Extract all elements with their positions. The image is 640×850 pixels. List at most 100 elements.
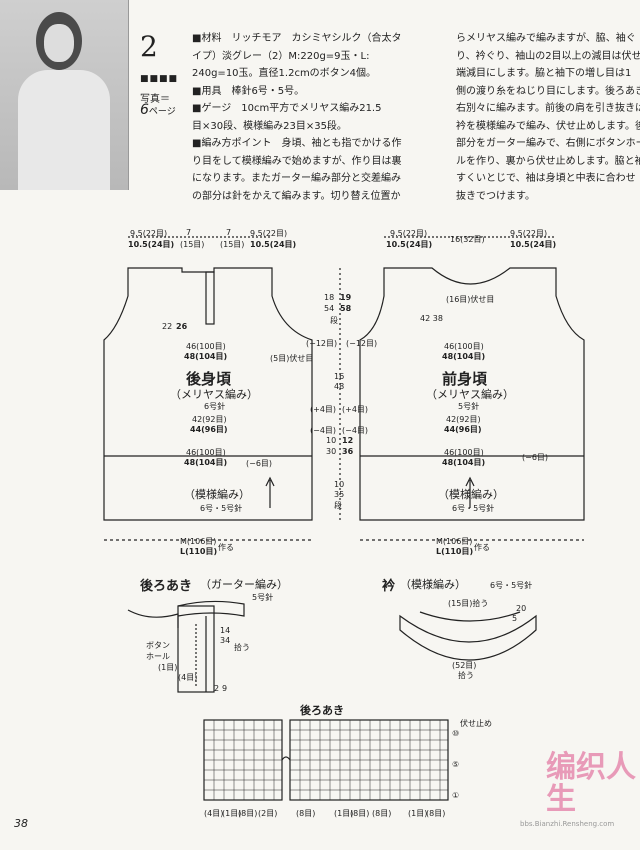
back-opening-9: 9 [222,684,228,693]
back-opening-band [177,605,215,693]
materials-text: ■材料 リッチモア カシミヤシルク（合太タイプ）淡グレー（2）M:220g=9玉… [192,30,442,205]
front-shoulder-l: 10.5(24目) [386,240,433,249]
model-face [44,24,74,62]
decor-squares: ■■■■ [140,74,179,84]
chart-stitch-count: (4目) [204,809,224,818]
site-logo: 编织人生 [546,752,640,816]
front-neck-width: 16(32目) [450,235,485,244]
height-18: 18 [324,293,335,302]
back-opening-4: (4目) [178,673,198,682]
instruction-line: らメリヤス編みで編みますが、脇、袖ぐ [456,33,636,44]
back-shoulder-width-m2: 9.5(22目) [250,229,288,238]
chart-stitch-count: (8目) [372,809,392,818]
back-opening-title: 後ろあき [140,579,193,594]
photo-page-ref: 6ページ [140,102,176,118]
height-58: 58 [340,304,352,313]
front-pattern-needle: 6号・5号針 [452,504,495,513]
back-opening-subtitle: （ガーター編み） [200,578,288,591]
collar-subtitle: （模様編み） [400,578,466,591]
photo-label: 写真＝ [140,94,170,105]
height-10b: 10 [334,480,345,489]
instruction-line: ルを作り、裏から伏せ止めします。脇と袖 [456,155,640,167]
photo-page-unit: ページ [148,107,176,117]
chart-stitch-count: (8目) [350,809,370,818]
materials-line: ■ゲージ 10cm平方でメリヤス編み21.5 [192,103,382,114]
front-body-needle: 5号針 [458,402,480,411]
back-pattern-needle: 6号・5号針 [200,504,243,513]
front-body-outline [359,267,585,521]
back-neck-m2: 7 [226,228,232,237]
back-opening-2: 2 [214,684,220,693]
instruction-line: 右別々に編みます。前後の肩を引き抜きは [456,103,640,114]
cast-on-l-back: L(110目) [180,547,218,556]
back-pattern-label: （模様編み） [184,488,250,501]
height-36: 36 [342,447,354,456]
dec-12-front: (−12目) [346,339,378,348]
instruction-line: 端減目にします。脇と袖下の増し目は1 [456,68,632,79]
button-hole-count: (1目) [158,663,178,672]
height-16: 16 [334,372,345,381]
chart-stitch-count: (1目) [408,809,428,818]
front-pattern-label: （模様編み） [438,488,504,501]
materials-line: ■材料 リッチモア カシミヤシルク（合太タ [192,33,402,44]
front-shoulder-m2: 9.5(22目) [510,229,548,238]
chart-row-10: ⑩ [452,729,460,738]
collar-side-5: 5 [512,614,518,623]
back-opening-pickup: 拾う [234,643,250,652]
dec-4-front: (−4目) [342,426,369,435]
back-bust-m: 46(100目) [186,342,226,351]
back-armhole-bind: (5目)伏せ目 [270,354,314,363]
dec-12-back: (−12目) [306,339,338,348]
height-19: 19 [340,293,352,302]
inc-4-back: (+4目) [310,405,337,414]
front-decrease: (−6目) [522,453,549,462]
cast-on-l-front: L(110目) [436,547,474,556]
chart-stitch-count: (8目) [296,809,316,818]
chart-row-1: ① [452,791,460,800]
instructions-continued: らメリヤス編みで編みますが、脇、袖ぐり、衿ぐり、袖山の2目以上の減目は伏せ目、1… [456,30,640,205]
chart-stitch-count: (8目) [426,809,446,818]
back-decrease: (−6目) [246,459,273,468]
model-photo [0,0,129,190]
back-shoulder-width-m: 9.5(22目) [130,229,168,238]
collar-top: (15目)拾う [448,599,489,608]
front-bust-m: 46(100目) [444,342,484,351]
collar-needle: 6号・5号針 [490,581,533,590]
back-waist-m: 42(92目) [192,415,227,424]
materials-line: イプ）淡グレー（2）M:220g=9玉・L: [192,50,370,62]
chart-stitch-count: (2目) [258,809,278,818]
dec-4-back: (−4目) [310,426,337,435]
front-bust-l: 48(104目) [442,352,486,361]
height-10: 10 [326,436,337,445]
front-armhole: 42 38 [420,314,443,323]
model-sweater [18,70,110,190]
back-body-subtitle: （メリヤス編み） [170,388,258,401]
materials-line: ■用具 棒針6号・5号。 [192,85,305,97]
materials-line: になります。またガーター編み部分と交差編み [192,173,401,184]
back-shoulder-width-l2: 10.5(24目) [250,240,297,249]
cast-on-m-front: M(106目) [436,537,473,546]
button-hole-label: ボタン ホール [146,641,170,661]
back-bust-l: 48(104目) [184,352,228,361]
back-armhole-22: 22 [162,322,173,331]
collar-outline [399,614,537,661]
cast-on-m-back: M(106目) [180,537,217,546]
chart-stitch-count: (1目) [334,809,354,818]
chart-bind-off: 伏せ止め [460,719,492,728]
back-body-title: 後身頃 [186,370,232,388]
back-hip-m: 46(100目) [186,448,226,457]
materials-line: の部分は針をかえて編みます。切り替え位置か [192,190,401,202]
back-opening-14: 14 [220,626,231,635]
inc-4-front: (+4目) [342,405,369,414]
back-body-outline [103,267,313,521]
height-35: 35 [334,490,345,499]
collar-bottom: (52目) [452,661,477,670]
back-neck-l2: (15目) [220,240,245,249]
cast-on-make-front: 作る [474,543,490,552]
back-armhole-26: 26 [176,322,188,331]
collar-title: 衿 [382,579,396,594]
front-hip-m: 46(100目) [444,448,484,457]
front-waist-m: 42(92目) [446,415,481,424]
collar-bottom-pickup: 拾う [458,671,474,680]
